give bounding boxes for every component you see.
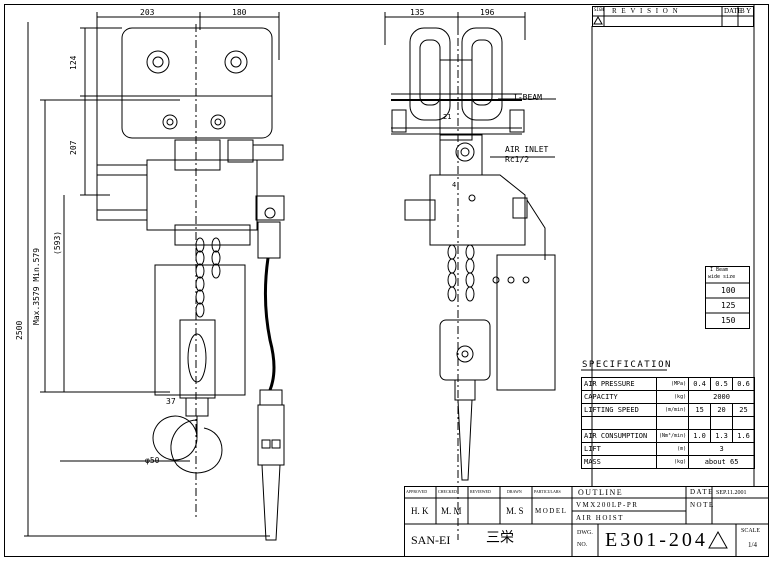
spec-value: 3 (688, 442, 755, 456)
ibeam-size-100: 100 (721, 286, 736, 295)
spec-value: 0.4 (688, 377, 712, 391)
ibeam-callout: I-BEAM (513, 93, 542, 102)
company-name-jp: 三栄 (486, 531, 514, 546)
spec-row: LIFTING SPEED (m/min) 15 20 25 (581, 403, 755, 417)
drawn-label: DRAWN (507, 489, 522, 494)
spec-label: AIR CONSUMPTION (581, 429, 657, 443)
dim-593: (593) (53, 230, 62, 255)
dim-203: 203 (140, 8, 155, 17)
dwg-no-label: NO. (577, 542, 588, 548)
spec-label: AIR PRESSURE (581, 377, 657, 391)
model-number: VMX200LP-PR (576, 501, 639, 509)
model-label: MODEL (535, 507, 568, 515)
dim-196: 196 (480, 8, 495, 17)
approved-by: H. K (411, 506, 429, 516)
ibeam-size-150: 150 (721, 316, 736, 325)
drawing-number: E301-204 (605, 529, 708, 551)
spec-unit: (kg) (655, 455, 690, 469)
air-inlet-callout: AIR INLET (505, 145, 549, 154)
note-label: NOTE (690, 501, 715, 509)
scale-label: SCALE (741, 528, 761, 534)
spec-row: AIR CONSUMPTION (Nm³/min) 1.0 1.3 1.6 (581, 429, 755, 443)
title-block-lines (404, 486, 769, 557)
spec-row: MASS (kg) about 65 (581, 455, 755, 469)
spec-label: LIFT (581, 442, 657, 456)
spec-value: 15 (688, 403, 712, 417)
spec-value: 20 (710, 403, 734, 417)
spec-label: CAPACITY (581, 390, 657, 404)
reviewed-label: REVIEWED (470, 489, 491, 494)
spec-unit: (m/min) (655, 403, 690, 417)
spec-value: 25 (732, 403, 755, 417)
product-name: AIR HOIST (576, 514, 624, 522)
sheet-border (4, 4, 769, 557)
ibeam-size-125: 125 (721, 301, 736, 310)
spec-row-blank (581, 416, 755, 430)
spec-table: AIR PRESSURE (MPa) 0.4 0.5 0.6 CAPACITY … (581, 377, 755, 469)
spec-unit: (MPa) (655, 377, 690, 391)
dim-max-min: Max.3579 Min.579 (32, 247, 41, 325)
spec-unit (655, 416, 690, 430)
dwg-label: DWG. (577, 530, 593, 536)
spec-unit: (Nm³/min) (655, 429, 690, 443)
spec-label: LIFTING SPEED (581, 403, 657, 417)
spec-unit: (kg) (655, 390, 690, 404)
dim-21: 21 (443, 113, 452, 121)
company-name-en: SAN-EI (411, 533, 451, 547)
date-label: DATE (690, 488, 714, 496)
front-view (24, 12, 285, 541)
approved-label: APPROVED (406, 489, 428, 494)
spec-label: MASS (581, 455, 657, 469)
revision-triangle-icon (708, 530, 728, 549)
spec-value: 0.6 (732, 377, 755, 391)
scale-value: 1/4 (748, 541, 757, 549)
spec-row: CAPACITY (kg) 2000 (581, 390, 755, 404)
spec-value: 1.6 (732, 429, 755, 443)
revision-sign-label: SIGN (594, 7, 604, 12)
spec-value: 2000 (688, 390, 755, 404)
revision-date-label: DATE (724, 7, 742, 15)
ibeam-header-2: wide size (708, 274, 736, 280)
drawn-by: M. S (506, 506, 524, 516)
checked-label: CHECKED (438, 489, 457, 494)
spec-value: 0.5 (710, 377, 734, 391)
particulars-label: PARTICULARS (534, 489, 561, 494)
spec-label (581, 416, 657, 430)
spec-row: LIFT (m) 3 (581, 442, 755, 456)
spec-value: 1.0 (688, 429, 712, 443)
revision-title: R E V I S I O N (612, 7, 680, 15)
spec-unit: (m) (655, 442, 690, 456)
ibeam-table-lines (705, 266, 750, 329)
dim-135: 135 (410, 8, 425, 17)
dim-4: 4 (452, 181, 457, 189)
dim-hook-dia: φ50 (145, 456, 160, 465)
side-view (384, 12, 556, 540)
spec-row: AIR PRESSURE (MPa) 0.4 0.5 0.6 (581, 377, 755, 391)
spec-value: about 65 (688, 455, 755, 469)
dim-207: 207 (69, 140, 78, 155)
dim-hook-37: 37 (166, 397, 176, 406)
spec-title: SPECIFICATION (582, 360, 672, 370)
revision-by-label: B Y (740, 7, 752, 15)
drawing-date: SEP.11.2001 (716, 490, 747, 496)
checked-by: M. M (441, 506, 462, 516)
dim-180: 180 (232, 8, 247, 17)
outline-label: OUTLINE (578, 488, 624, 497)
dim-124: 124 (69, 55, 78, 70)
ibeam-header-1: I Beam (710, 267, 729, 273)
spec-value: 1.3 (710, 429, 734, 443)
dim-2500: 2500 (15, 320, 24, 340)
air-inlet-size: Rc1/2 (505, 155, 530, 164)
